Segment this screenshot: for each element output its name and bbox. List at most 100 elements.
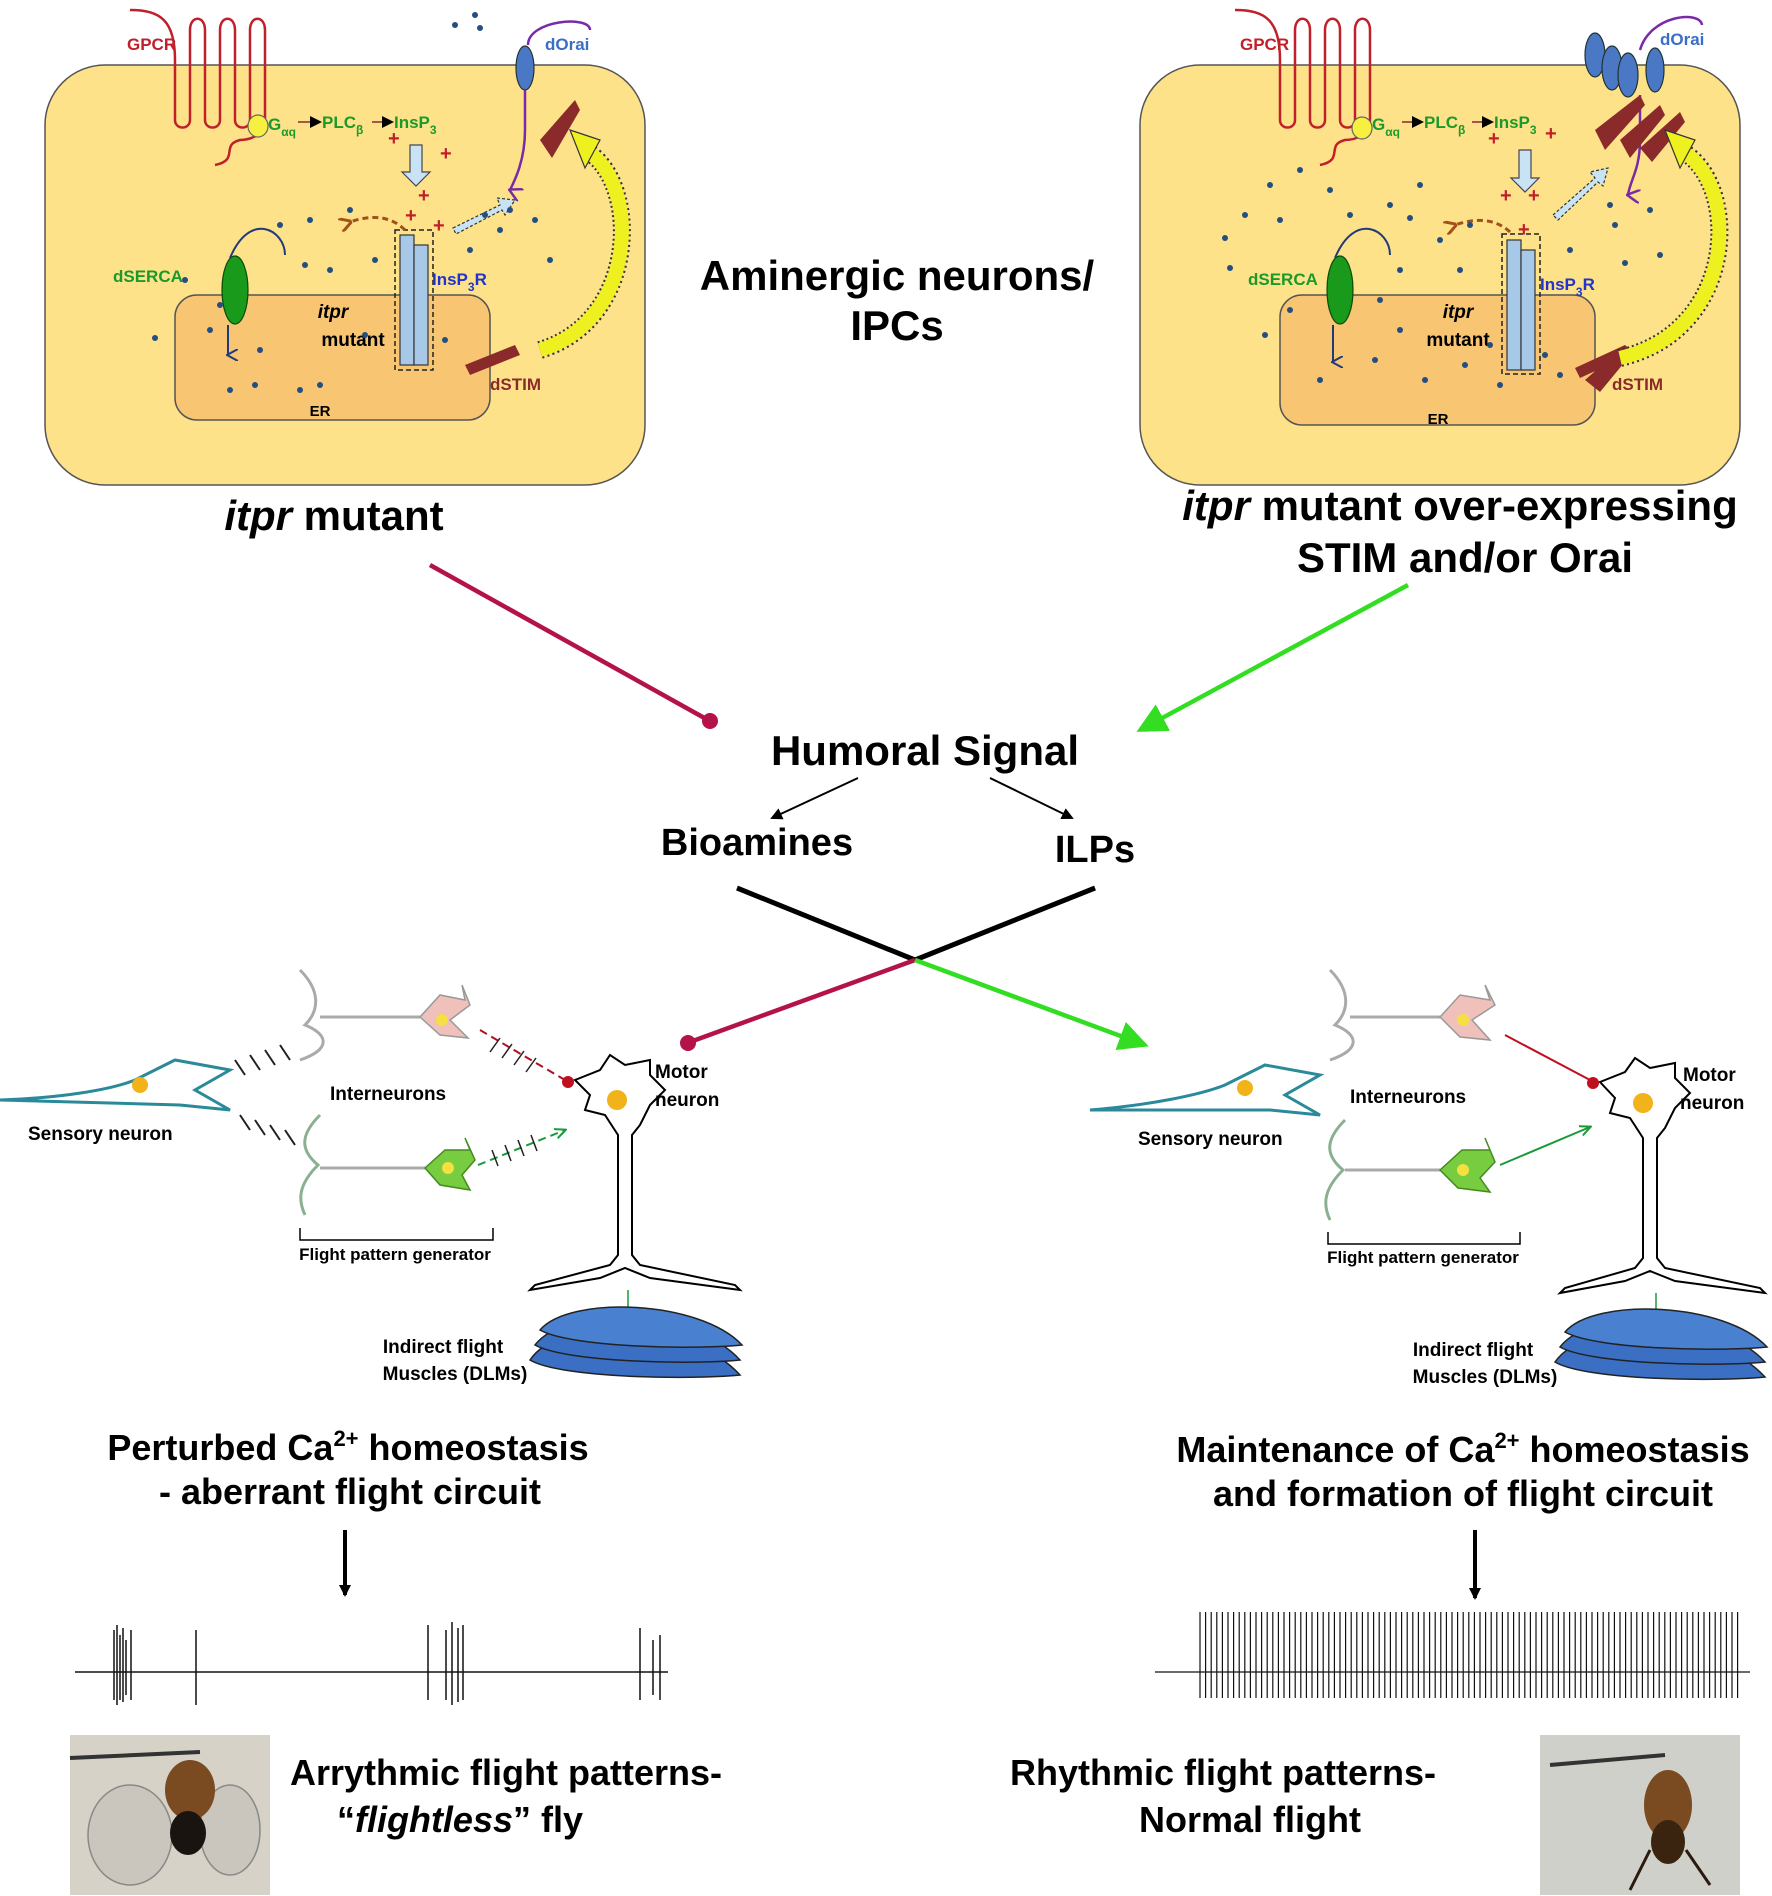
dorai-label: dOrai <box>545 35 589 54</box>
interneuron-bottom-dendrite <box>1324 1118 1347 1221</box>
svg-text:+: + <box>433 215 445 237</box>
dstim-membrane-cluster <box>1595 95 1685 162</box>
interneuron-top-dendrite <box>1328 968 1355 1062</box>
svg-text:+: + <box>1528 185 1540 207</box>
cell-left-caption: itpr mutant <box>224 492 443 539</box>
flight-right-line1: Rhythmic flight patterns- <box>1010 1752 1436 1793</box>
flight-left-line1: Arrythmic flight patterns- <box>290 1752 722 1793</box>
inhibition-endpoint-bottom <box>680 1035 696 1051</box>
stim-arrow-head <box>568 129 601 170</box>
er-compartment <box>1279 294 1596 426</box>
inhibitory-synapse <box>1587 1077 1599 1089</box>
svg-text:+: + <box>388 128 400 150</box>
center-title-line1: Aminergic neurons/ <box>700 252 1095 299</box>
center-title-line2: IPCs <box>850 302 943 349</box>
humoral-signal-title: Humoral Signal <box>771 727 1079 774</box>
dserca-tail <box>229 227 286 259</box>
tether-right <box>1549 1753 1666 1767</box>
store-operated-signal-arrow <box>1552 167 1609 221</box>
orai-influx-arrow <box>510 90 527 190</box>
calcium-ions <box>152 12 553 393</box>
stim-arrow-head <box>1663 129 1696 170</box>
muscle-label-2: Muscles (DLMs) <box>383 1364 528 1385</box>
interneuron-inhibitory-nucleus <box>436 1014 448 1026</box>
sensory-neuron-label: Sensory neuron <box>1138 1129 1283 1150</box>
inhibitory-connection <box>479 1029 566 1081</box>
motor-neuron <box>527 1053 743 1292</box>
interneuron-bottom-dendrite <box>299 1113 322 1216</box>
muscle-label-1: Indirect flight <box>1413 1340 1534 1361</box>
fpg-bracket <box>1327 1232 1521 1245</box>
itpr-er-label: itpr <box>1443 302 1475 323</box>
synapse-dashes <box>234 1044 296 1146</box>
fly-abdomen <box>1651 1820 1685 1864</box>
inhibition-line-top <box>428 563 710 722</box>
insp3-molecules: +++++ <box>1488 123 1557 241</box>
cross-line-b <box>914 885 1096 963</box>
dserca-label: dSERCA <box>1248 270 1318 289</box>
er-label: ER <box>310 403 331 420</box>
dstim-label: dSTIM <box>490 375 541 394</box>
plc-label: PLCβ <box>1424 113 1465 137</box>
muscle-label-2: Muscles (DLMs) <box>1413 1367 1558 1388</box>
flight-right-line2: Normal flight <box>1139 1799 1361 1840</box>
excitatory-connection <box>1499 1127 1590 1166</box>
insp3-down-arrow <box>1509 149 1541 193</box>
motor-label-1: Motor <box>655 1062 708 1083</box>
insp3-label: InsP3 <box>1494 113 1537 137</box>
svg-text:+: + <box>1488 128 1500 150</box>
muscle-label-1: Indirect flight <box>383 1337 504 1358</box>
insp3r-subunit-2 <box>413 244 429 366</box>
motor-label-2: neuron <box>655 1090 719 1111</box>
interneuron-excitatory-nucleus <box>1457 1164 1469 1176</box>
sensory-neuron <box>1089 1063 1325 1117</box>
svg-text:+: + <box>1500 185 1512 207</box>
gpcr-label: GPCR <box>127 35 176 54</box>
cell-right-caption-line2: STIM and/or Orai <box>1297 534 1633 581</box>
cell-right-caption: itpr mutant over-expressing <box>1182 482 1737 529</box>
dstim-membrane <box>540 100 580 158</box>
interneuron-inhibitory <box>418 984 471 1039</box>
mutant-er-label: mutant <box>1426 330 1490 351</box>
circuit-right: Sensory neuron Interneurons Flight patte… <box>1089 968 1769 1388</box>
activation-arrow-bottom <box>914 957 1149 1051</box>
inhibitory-synapse <box>562 1076 574 1088</box>
outcome-right-line2: and formation of flight circuit <box>1213 1473 1713 1514</box>
itpr-er-label: itpr <box>318 302 350 323</box>
svg-text:+: + <box>1545 123 1557 145</box>
calcium-ions <box>1222 167 1663 388</box>
insp3-label: InsP3 <box>394 113 437 137</box>
insp3r-subunit-2 <box>1520 249 1536 371</box>
outcome-left-line2: - aberrant flight circuit <box>159 1471 541 1512</box>
insp3r-label: InsP3R <box>432 270 487 294</box>
arrow-to-bioamines <box>770 777 859 820</box>
interneurons-label: Interneurons <box>1350 1087 1466 1108</box>
svg-text:+: + <box>418 185 430 207</box>
activation-arrow-top <box>1136 583 1410 732</box>
dorai-tail <box>1638 15 1704 51</box>
motor-neuron <box>1557 1056 1768 1295</box>
fpg-label: Flight pattern generator <box>299 1245 491 1264</box>
fpg-bracket <box>299 1228 494 1241</box>
svg-text:+: + <box>405 205 417 227</box>
motor-neuron-nucleus <box>607 1090 627 1110</box>
insp3r-subunit-1 <box>399 234 415 366</box>
dorai-label: dOrai <box>1660 30 1704 49</box>
flight-left-line2: “flightless” fly <box>337 1799 583 1840</box>
excitatory-dashes <box>491 1134 538 1167</box>
tether-left <box>69 1750 201 1760</box>
muscle-fiber-1 <box>538 1306 744 1348</box>
ca-release-arrow <box>350 216 407 230</box>
fpg-label: Flight pattern generator <box>1327 1248 1519 1267</box>
dstim-label: dSTIM <box>1612 375 1663 394</box>
galpha-label: Gαq <box>268 115 296 139</box>
mutant-er-label: mutant <box>321 330 385 351</box>
dserca-tail <box>1334 227 1391 259</box>
sensory-neuron-label: Sensory neuron <box>28 1124 173 1145</box>
interneuron-inhibitory-nucleus <box>1457 1014 1469 1026</box>
insp3r-dashed-box <box>394 229 434 371</box>
fly-wing-left <box>87 1784 173 1886</box>
inhibition-endpoint-top <box>702 713 718 729</box>
